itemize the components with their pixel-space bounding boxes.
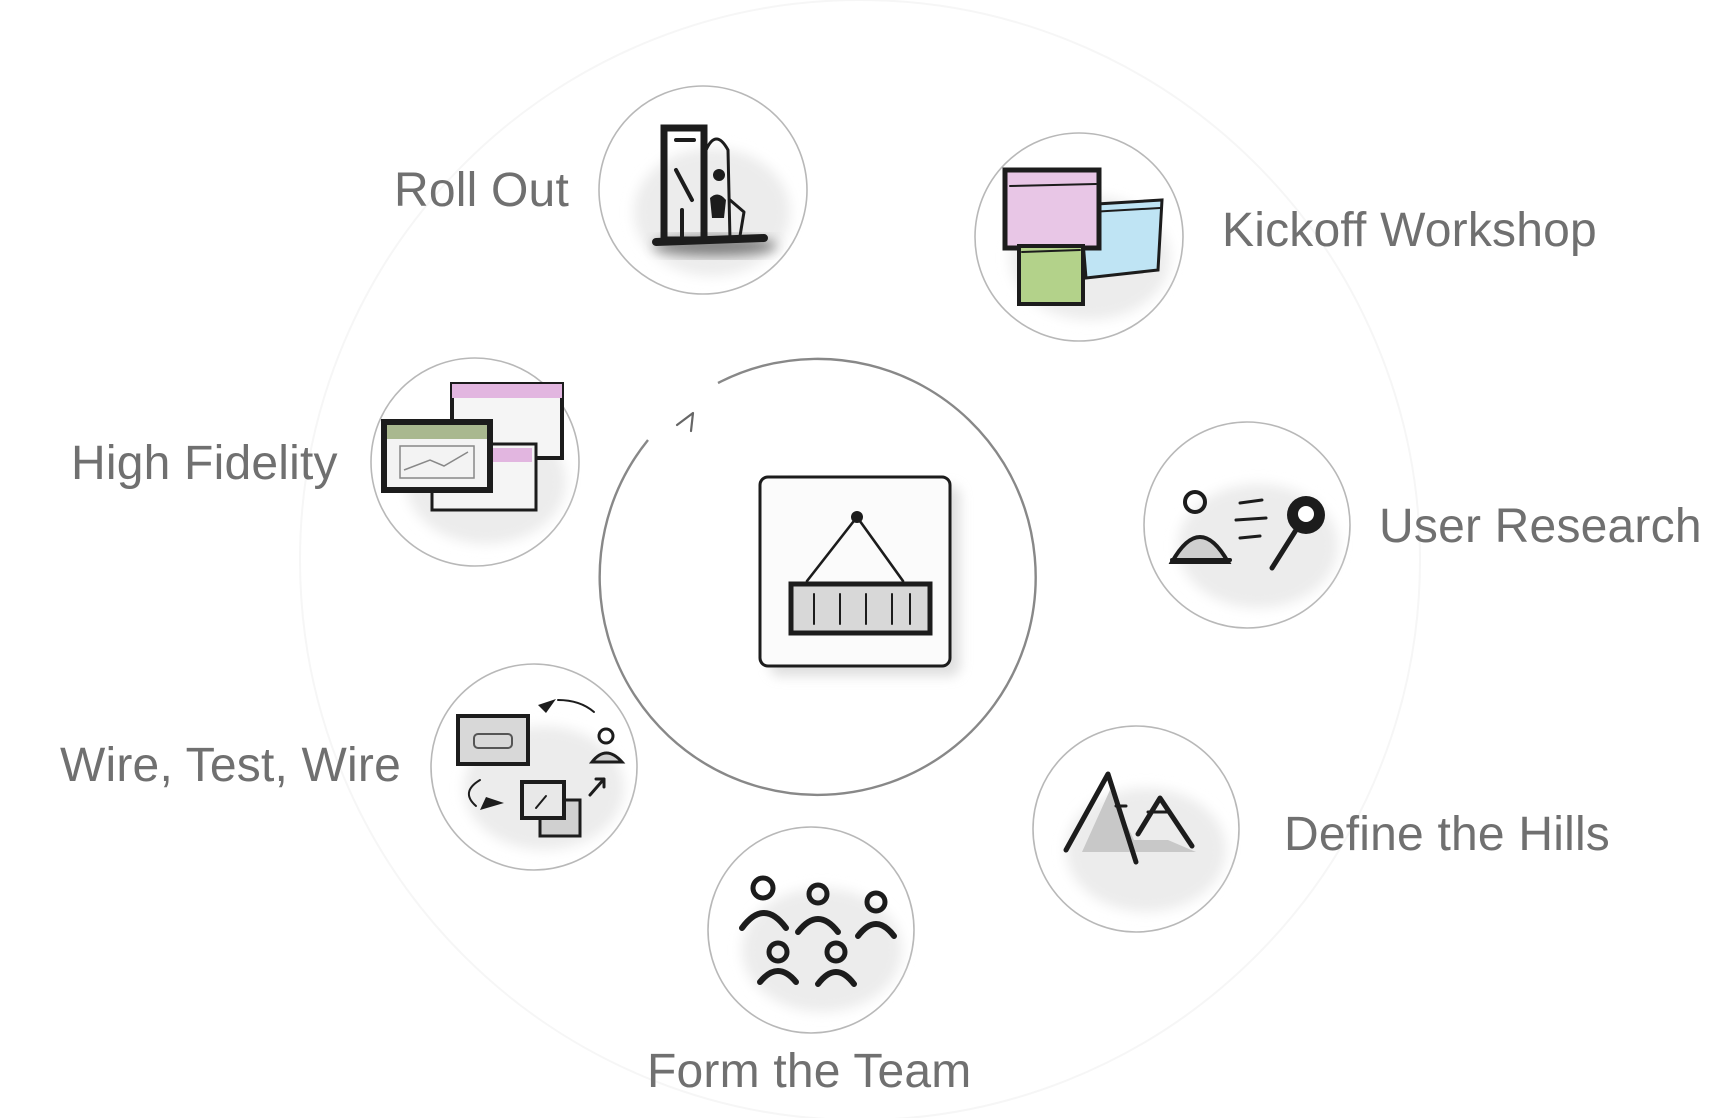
bubble-form-the-team[interactable]: [707, 826, 915, 1034]
bubble-kickoff-workshop[interactable]: [974, 132, 1184, 342]
screens-icon: [381, 382, 564, 512]
research-pin-icon: [1168, 490, 1325, 571]
center-cycle: [598, 357, 1037, 797]
bubble-user-research[interactable]: [1143, 421, 1351, 629]
bubble-high-fidelity[interactable]: [370, 357, 580, 567]
rocket-icon: [652, 124, 777, 256]
label-kickoff-workshop[interactable]: Kickoff Workshop: [1222, 204, 1597, 257]
wire-test-cycle-icon: [456, 699, 626, 838]
bubble-define-the-hills[interactable]: [1032, 725, 1240, 933]
hanging-sign-icon: [758, 475, 960, 676]
bubble-wire-test-wire[interactable]: [430, 663, 638, 871]
label-roll-out[interactable]: Roll Out: [394, 164, 569, 217]
cycle-arrow-icon: [675, 411, 695, 433]
sticky-notes-icon: [1002, 167, 1164, 306]
bubble-roll-out[interactable]: [598, 85, 808, 295]
team-icon: [739, 875, 897, 987]
outer-ring: [299, 0, 1421, 1118]
label-wire-test-wire[interactable]: Wire, Test, Wire: [60, 739, 402, 792]
label-user-research[interactable]: User Research: [1379, 500, 1702, 553]
cycle-arc: [598, 357, 1037, 797]
label-form-the-team[interactable]: Form the Team: [647, 1045, 972, 1098]
label-high-fidelity[interactable]: High Fidelity: [71, 437, 338, 490]
label-define-the-hills[interactable]: Define the Hills: [1284, 808, 1611, 861]
hills-icon: [1063, 771, 1196, 865]
